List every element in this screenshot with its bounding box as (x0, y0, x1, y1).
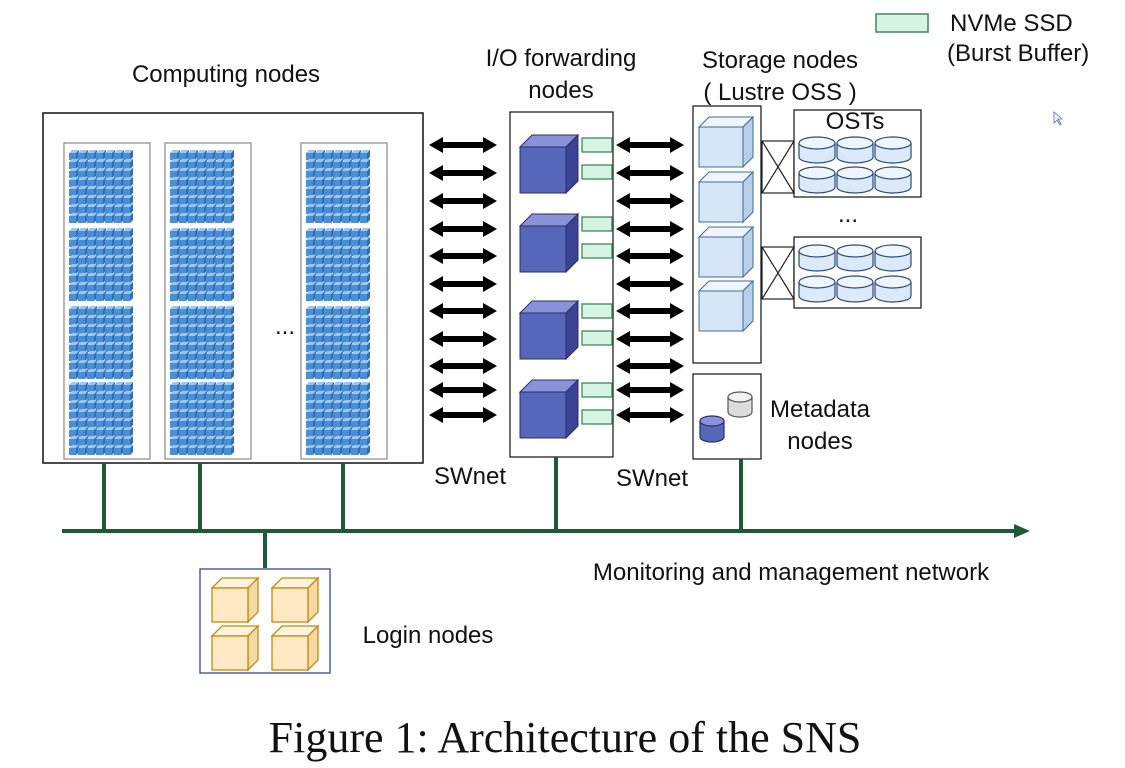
io-forwarding-title: I/O forwarding (486, 45, 637, 72)
metadata-label-2: nodes (787, 428, 852, 455)
legend: NVMe SSD (Burst Buffer) (875, 10, 1089, 67)
computing-nodes-title: Computing nodes (132, 61, 320, 88)
compute-rack-2 (164, 142, 252, 460)
computing-nodes: ... (42, 112, 424, 464)
swnet-label-right: SWnet (616, 465, 688, 492)
compute-rack-n (300, 142, 388, 460)
management-network (62, 457, 1016, 568)
left-link-arrows (429, 137, 497, 423)
cursor-icon (1053, 111, 1064, 126)
legend-ssd-swatch (875, 13, 929, 33)
storage-nodes (692, 105, 762, 364)
swnet-label-left: SWnet (434, 463, 506, 490)
compute-ellipsis: ... (275, 313, 295, 340)
legend-sublabel: (Burst Buffer) (947, 40, 1089, 67)
right-link-arrows (616, 137, 684, 423)
osts-label: OSTs (826, 108, 885, 135)
storage-nodes-title: Storage nodes (702, 47, 858, 74)
figure-caption: Figure 1: Architecture of the SNS (269, 713, 862, 762)
network-arrowhead (1014, 524, 1030, 538)
metadata-nodes (692, 373, 762, 460)
ost-group-2 (793, 236, 922, 309)
storage-nodes-subtitle: ( Lustre OSS ) (703, 79, 856, 106)
metadata-label: Metadata (770, 396, 871, 423)
login-nodes (199, 568, 331, 674)
osts-ellipsis: ... (838, 201, 858, 228)
ost-connectors (761, 140, 795, 300)
ost-group-1 (793, 109, 922, 198)
login-label: Login nodes (363, 622, 494, 649)
compute-rack-1 (63, 142, 151, 460)
legend-label: NVMe SSD (950, 10, 1073, 37)
io-forwarding-title-2: nodes (528, 77, 593, 104)
io-forwarding-nodes (509, 111, 614, 458)
network-label: Monitoring and management network (593, 559, 990, 586)
